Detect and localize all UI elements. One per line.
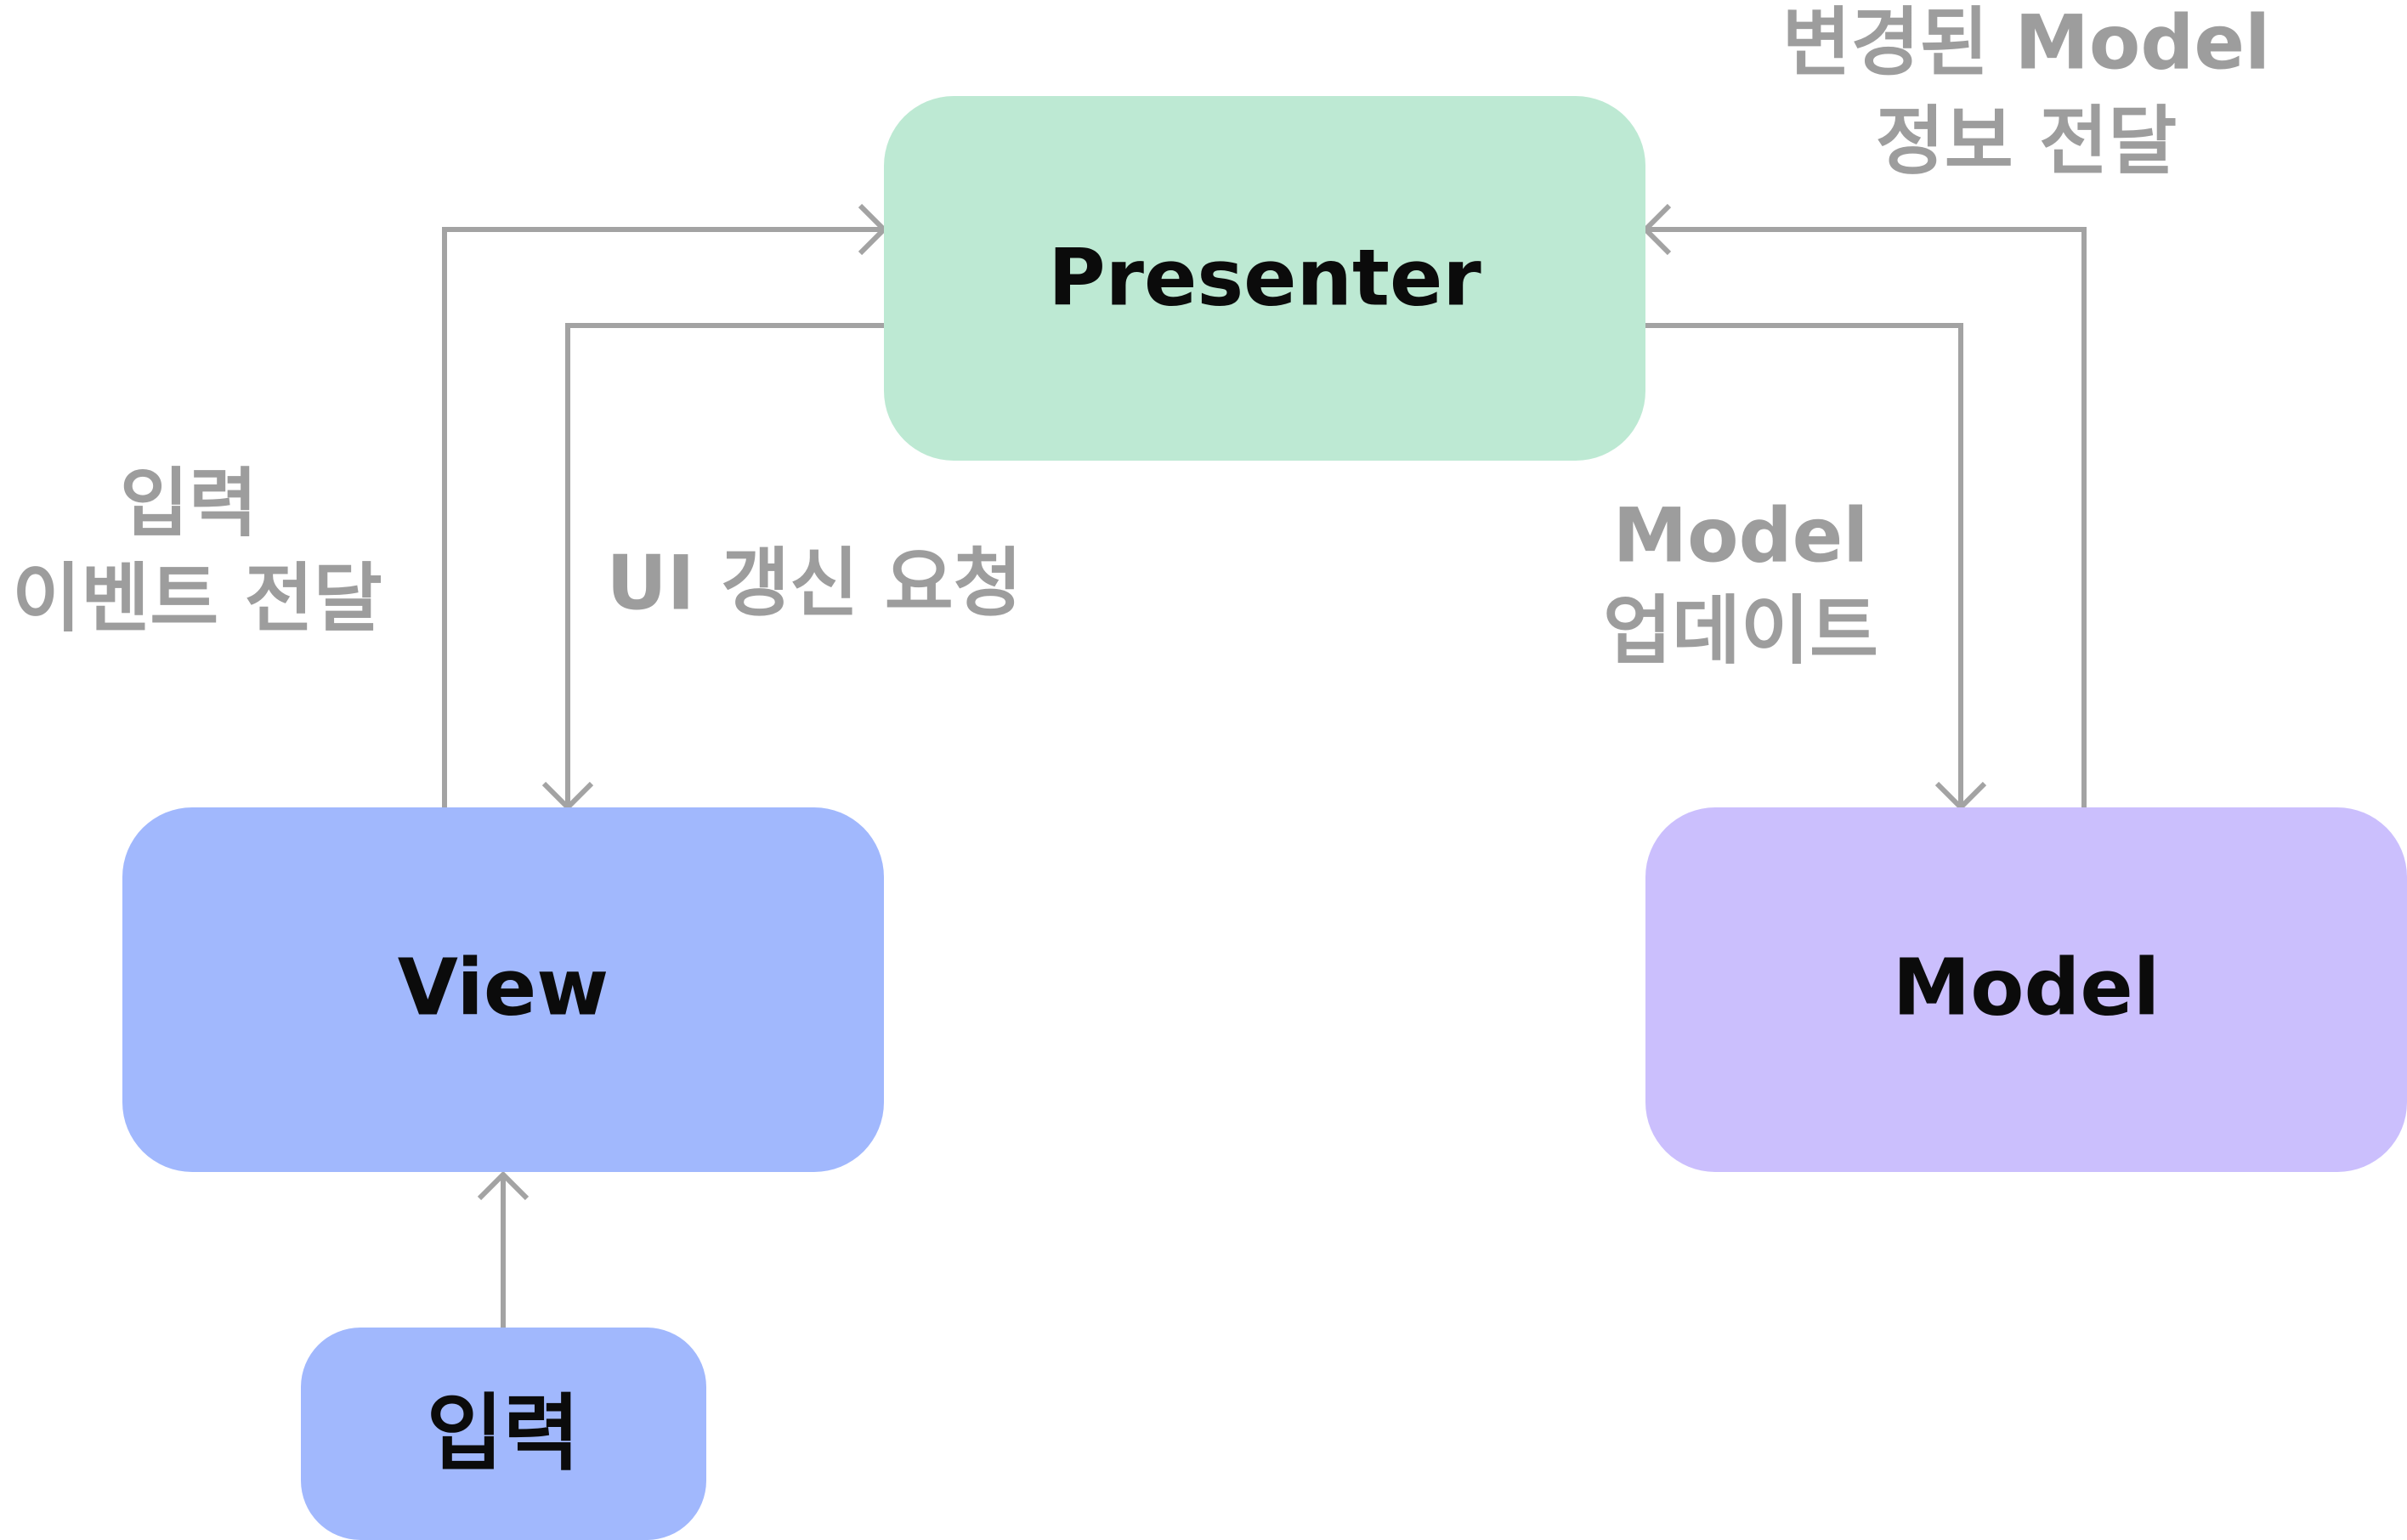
changed-model-label-line1: 변경된 Model	[1782, 0, 2270, 87]
model-update-label-line1: Model	[1613, 492, 1869, 580]
presenter-box	[884, 96, 1645, 461]
edge-presenter-to-model	[1645, 323, 1963, 807]
changed-model-label-line2: 정보 전달	[1876, 98, 2177, 185]
model-update-label-line2: 업데이트	[1603, 587, 1878, 675]
node-presenter: Presenter	[884, 96, 1645, 461]
arrowhead-into-view-bottom	[477, 1170, 530, 1201]
edge-labels: 입력 이벤트 전달 UI 갱신 요청 Model 업데이트 변경된 Model …	[12, 0, 2270, 675]
view-label: View	[398, 943, 609, 1033]
node-input: 입력	[301, 1328, 706, 1540]
node-view: View	[122, 807, 884, 1172]
presenter-label: Presenter	[1048, 233, 1481, 324]
view-box	[122, 807, 884, 1172]
edge-presenter-to-view	[565, 323, 884, 807]
edge-view-to-presenter	[442, 227, 884, 807]
input-event-label-line2: 이벤트 전달	[12, 555, 382, 643]
input-label: 입력	[427, 1385, 580, 1482]
edges	[442, 203, 2087, 1328]
model-box	[1645, 807, 2407, 1172]
input-event-label-line1: 입력	[120, 460, 258, 547]
model-label: Model	[1893, 943, 2161, 1033]
node-model: Model	[1645, 807, 2407, 1172]
input-box	[301, 1328, 706, 1540]
edge-model-to-presenter	[1645, 227, 2087, 807]
ui-update-label: UI 갱신 요청	[606, 540, 1022, 627]
